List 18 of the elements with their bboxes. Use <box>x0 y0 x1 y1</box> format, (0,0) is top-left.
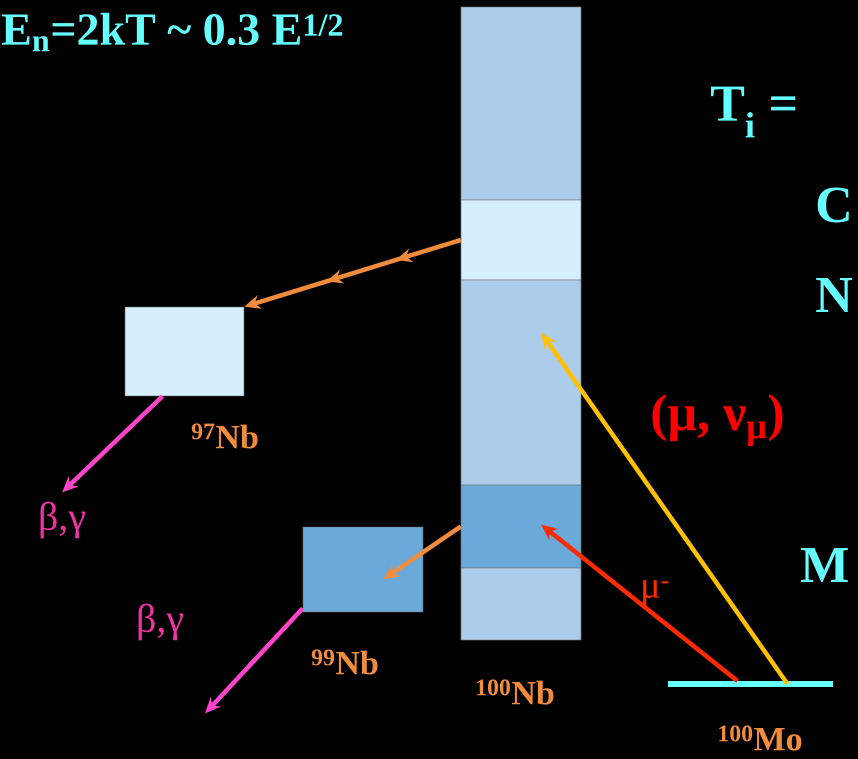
column-band <box>460 200 582 280</box>
isotope-label: $^{100}$Mo <box>719 725 802 751</box>
formula-text: T$_{i}$ = <box>711 86 796 138</box>
isotope-label: $^{99}$Nb <box>312 649 378 675</box>
formula-text: M <box>801 548 848 582</box>
column-band <box>460 568 582 640</box>
formula-text: C <box>818 188 849 222</box>
formula-text: (μ, ν$_{μ}$) <box>652 394 782 446</box>
isotope-label: $^{97}$Nb <box>192 423 258 449</box>
edge-label: μ$^{-}$ <box>643 580 668 606</box>
formula-text: N <box>816 278 852 312</box>
isotope-label: $^{100}$Nb <box>477 679 554 705</box>
decay-label: β,γ <box>138 604 184 640</box>
column-band <box>460 484 582 568</box>
formula-text: E$_{n}$=2kT ~ 0.3 E$^{1/2}$ <box>2 12 342 52</box>
decay-label: β,γ <box>40 502 86 538</box>
column-band <box>460 280 582 486</box>
column-band <box>460 6 582 200</box>
